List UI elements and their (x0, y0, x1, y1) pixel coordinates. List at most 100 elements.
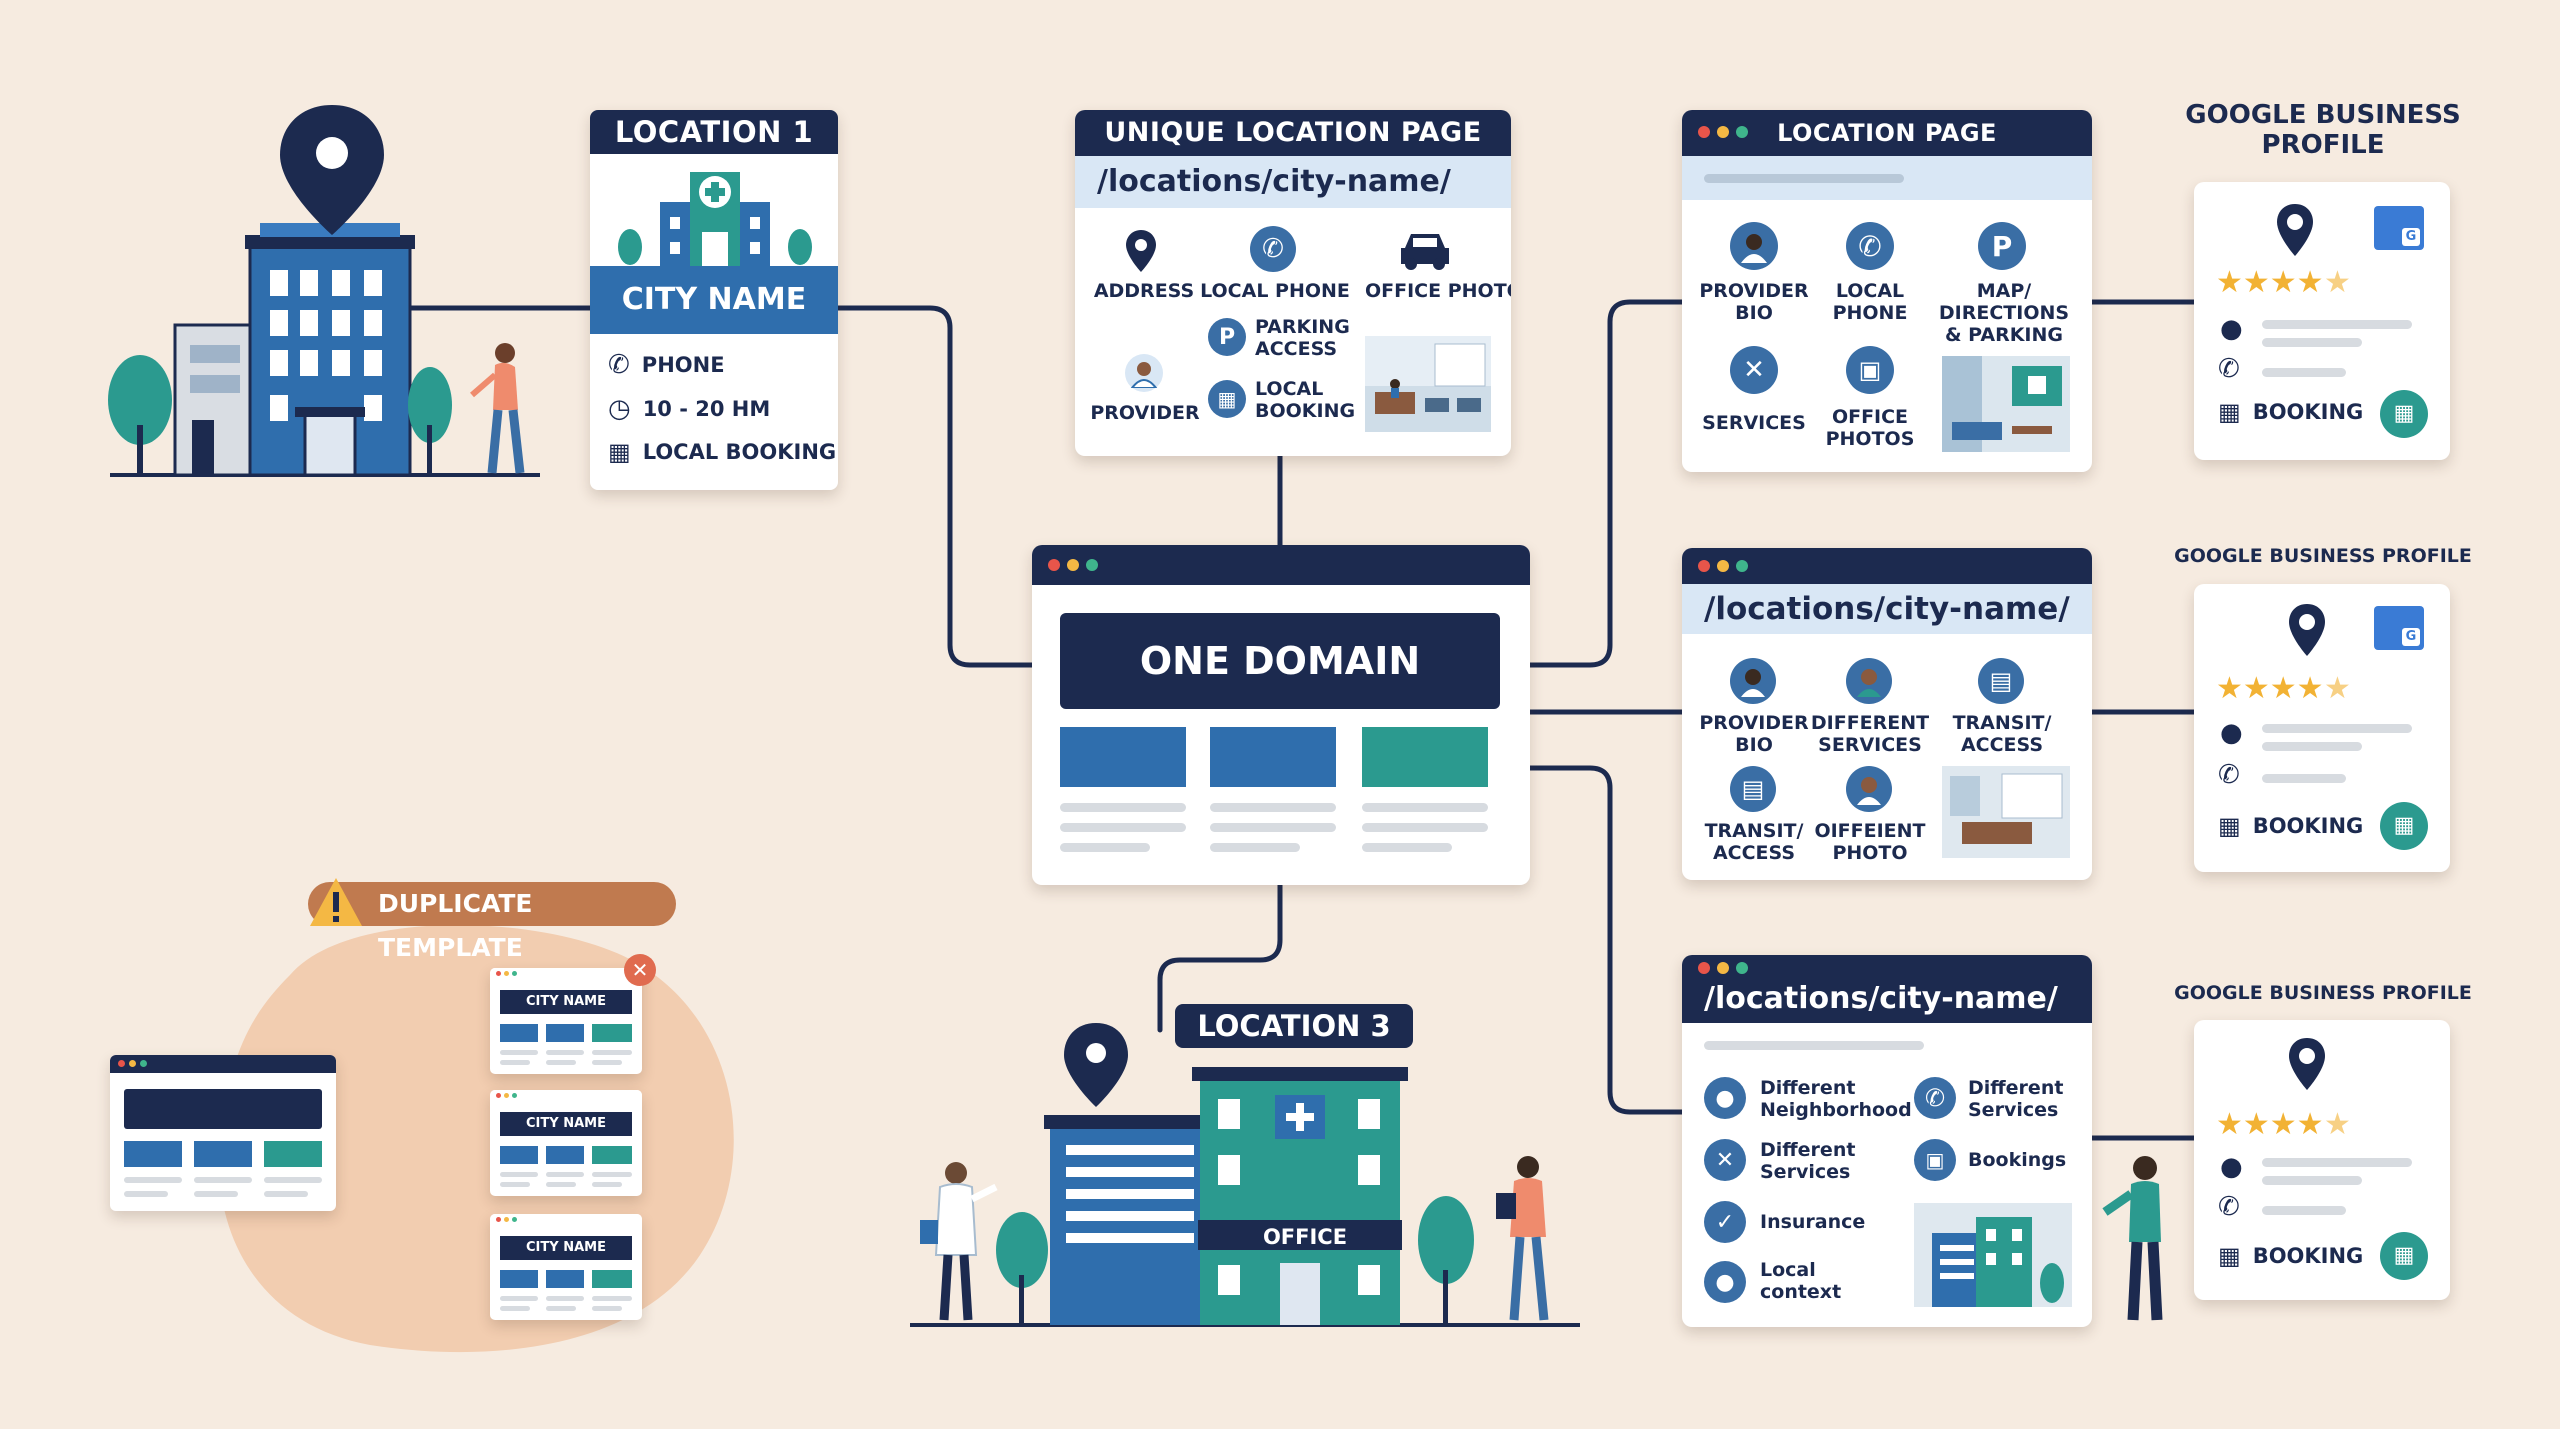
provider-label: PROVIDER (1090, 402, 1200, 424)
gbp-title-2: GOOGLE BUSINESS PROFILE (2174, 545, 2472, 567)
location1-title: LOCATION 1 (590, 110, 838, 154)
booking-row: ▦BOOKING (2218, 812, 2364, 840)
one-domain-browser: ONE DOMAIN (1032, 545, 1530, 885)
location1-card: LOCATION 1 CITY NAME ✆PHONE ◷10 - 20 HM … (590, 110, 838, 490)
map-pin-icon (2286, 1036, 2328, 1096)
briefcase-icon: ▣ (1914, 1139, 1956, 1181)
phone-icon: ✆ (2218, 760, 2240, 790)
different-services-label: DIFFERENT SERVICES (1810, 712, 1930, 756)
unique-page-title: UNIQUE LOCATION PAGE (1075, 110, 1511, 156)
content-block (1060, 727, 1186, 787)
calendar-icon: ▦ (1208, 380, 1246, 418)
parking-access-label: PARKING ACCESS (1255, 316, 1350, 360)
phone-icon: ✆ (2218, 354, 2240, 384)
phone-icon: ✆ (2218, 1192, 2240, 1222)
local-phone-label: LOCAL PHONE (1832, 280, 1908, 324)
transit-access-label: TRANSIT/ ACCESS (1952, 712, 2052, 756)
person-illustration (2102, 1156, 2163, 1321)
different-photo-label: OIFFEIENT PHOTO (1814, 820, 1926, 864)
phone-icon: ✆ (1914, 1077, 1956, 1119)
bookings-label: Bookings (1968, 1149, 2067, 1171)
content-block (1362, 727, 1488, 787)
map-pin-icon: ● (2220, 718, 2243, 748)
booking-calendar-button[interactable]: ▦ (2380, 390, 2428, 438)
doctor-avatar-icon (1846, 658, 1892, 704)
duplicate-copy: CITY NAME (490, 1090, 642, 1196)
phone-icon: ✆ (1250, 226, 1296, 272)
map-pin-icon: ● (2220, 314, 2243, 344)
gbp-card-2: G ★★★★★ ● ✆ ▦BOOKING ▦ (2194, 584, 2450, 872)
location1-building-illustration (108, 105, 540, 477)
provider-bio-label: PROVIDER BIO (1699, 280, 1809, 324)
calendar-icon: ▦ (2218, 398, 2241, 426)
tools-icon: ✕ (1730, 346, 1778, 394)
browser-titlebar (1032, 545, 1530, 585)
duplicate-template-badge: DUPLICATE TEMPLATE (308, 882, 676, 962)
provider-avatar-icon (1730, 658, 1776, 704)
booking-row: ▦BOOKING (2218, 1242, 2364, 1270)
address-label: ADDRESS (1093, 280, 1195, 302)
rating-stars: ★★★★ (2216, 1107, 2324, 1142)
different-services-label: Different Services (1968, 1077, 2064, 1121)
map-pin-icon (1123, 228, 1159, 278)
map-pin-icon: ● (1704, 1261, 1746, 1303)
calendar-icon: ▦ (2218, 812, 2241, 840)
location-page-title: LOCATION PAGE (1682, 110, 2092, 156)
phone-icon: ✆ (1846, 222, 1894, 270)
different-neighborhood-label: Different Neighborhood (1760, 1077, 1912, 1121)
office-photo-label: OFFICE PHOTO (1365, 280, 1511, 302)
tools-icon: ✕ (1704, 1139, 1746, 1181)
city-page-3-url: /locations/city-name/ (1682, 979, 2092, 1023)
location-page-card: LOCATION PAGE PROVIDER BIO ✆ LOCAL PHONE… (1682, 110, 2092, 472)
office-sign: OFFICE (1262, 1225, 1348, 1249)
duplicate-copy: CITY NAME (490, 1214, 642, 1320)
city-name-banner: CITY NAME (590, 266, 838, 334)
office-photo-image (1942, 766, 2070, 858)
map-pin-icon (2274, 202, 2316, 262)
office-photos-label: OFFICE PHOTOS (1825, 406, 1915, 450)
bus-icon: ▤ (1978, 658, 2024, 704)
city-page-3-card: /locations/city-name/ ● Different Neighb… (1682, 955, 2092, 1327)
booking-calendar-button[interactable]: ▦ (2380, 1232, 2428, 1280)
different-services-label: Different Services (1760, 1139, 1856, 1183)
city-page-2-card: /locations/city-name/ PROVIDER BIO DIFFE… (1682, 548, 2092, 880)
calendar-icon: ▦ (2218, 1242, 2241, 1270)
one-domain-title: ONE DOMAIN (1060, 613, 1500, 709)
google-business-icon: G (2374, 606, 2424, 650)
car-icon (1397, 228, 1453, 276)
gbp-title-3: GOOGLE BUSINESS PROFILE (2174, 982, 2472, 1004)
phone-icon: ✆ (608, 350, 630, 380)
transit-access-label: TRANSIT/ ACCESS (1704, 820, 1804, 864)
google-business-icon: G (2374, 206, 2424, 250)
location3-building-illustration (910, 1023, 1580, 1327)
warning-icon (310, 878, 362, 926)
map-pin-icon: ● (2220, 1152, 2243, 1182)
location3-title: LOCATION 3 (1175, 1004, 1413, 1048)
close-icon[interactable]: ✕ (624, 954, 656, 986)
booking-calendar-button[interactable]: ▦ (2380, 802, 2428, 850)
services-label: SERVICES (1702, 412, 1806, 434)
map-pin-icon (2286, 602, 2328, 662)
local-context-label: Local context (1760, 1259, 1842, 1303)
provider-avatar-icon (1125, 354, 1163, 392)
provider-avatar-icon (1730, 222, 1778, 270)
gbp-title-1: GOOGLE BUSINESS PROFILE (2185, 100, 2461, 160)
bus-icon: ▤ (1730, 766, 1776, 812)
office-photo-image (1365, 336, 1491, 432)
calendar-icon: ▦ (608, 438, 631, 466)
booking-row: ▦LOCAL BOOKING (608, 438, 837, 466)
booking-row: ▦BOOKING (2218, 398, 2364, 426)
city-name-label: CITY NAME (500, 1112, 632, 1136)
clock-icon: ◷ (608, 394, 631, 424)
city-page-2-url: /locations/city-name/ (1682, 584, 2092, 634)
source-template-browser (110, 1055, 336, 1211)
phone-row: ✆PHONE (608, 350, 725, 380)
clinic-icon (618, 172, 812, 272)
duplicate-copy: CITY NAME (490, 968, 642, 1074)
map-directions-label: MAP/ DIRECTIONS & PARKING (1938, 280, 2070, 346)
doctor-avatar-icon (1846, 766, 1892, 812)
local-phone-label: LOCAL PHONE (1200, 280, 1350, 302)
gbp-card-3: ★★★★★ ● ✆ ▦BOOKING ▦ (2194, 1020, 2450, 1300)
office-photo-image (1942, 356, 2070, 452)
unique-location-page-card: UNIQUE LOCATION PAGE /locations/city-nam… (1075, 110, 1511, 456)
